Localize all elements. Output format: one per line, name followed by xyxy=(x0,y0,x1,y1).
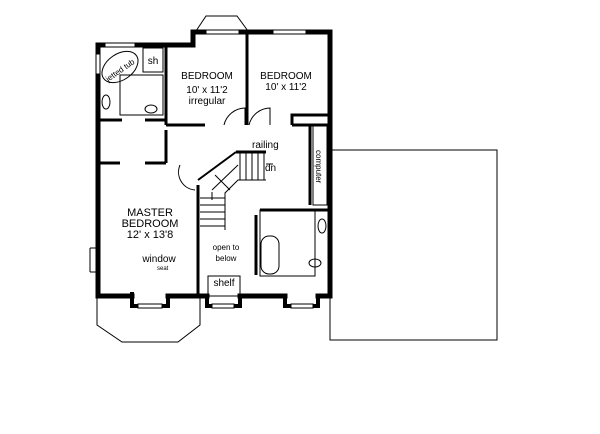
shelf-label: shelf xyxy=(213,278,234,289)
master-name-2: BEDROOM xyxy=(122,218,179,230)
bedroom1-size: 10' x 11'2 xyxy=(186,85,228,96)
shelf-box xyxy=(207,275,241,297)
open-to-below-2: below xyxy=(216,254,237,263)
master-name-1: MASTER xyxy=(127,207,173,219)
bedroom2-size: 10' x 11'2 xyxy=(265,82,307,93)
toilet-icon xyxy=(144,104,158,114)
stairs xyxy=(197,150,273,230)
sink-icon xyxy=(317,218,327,234)
tile-floor xyxy=(119,74,164,116)
bedroom2-name: BEDROOM xyxy=(260,71,312,82)
railing-label: railing xyxy=(252,140,279,151)
open-to-below-1: open to xyxy=(213,243,240,252)
windows xyxy=(95,29,314,309)
sink-icon xyxy=(101,94,111,110)
shower-label: sh xyxy=(148,56,159,67)
lower-roof-outline xyxy=(329,149,498,341)
door-swings xyxy=(178,107,271,191)
master-size: 12' x 13'8 xyxy=(127,229,173,241)
bay-window-outline xyxy=(96,298,201,343)
computer-label: computer xyxy=(314,150,323,184)
exterior-walls xyxy=(95,29,333,299)
toilet-icon xyxy=(308,258,322,268)
bathtub-icon xyxy=(260,235,280,275)
top-bay-outline xyxy=(195,15,249,32)
seat-label: seat xyxy=(157,266,169,272)
window-label: window xyxy=(141,254,176,265)
computer-desk xyxy=(312,124,328,206)
down-label: dn xyxy=(265,163,276,174)
bedroom1-name: BEDROOM xyxy=(181,71,233,82)
bedroom1-note: irregular xyxy=(189,96,226,107)
hall-bath-tile xyxy=(259,209,316,277)
jetted-tub-icon xyxy=(101,50,139,84)
shower-icon xyxy=(142,47,164,73)
